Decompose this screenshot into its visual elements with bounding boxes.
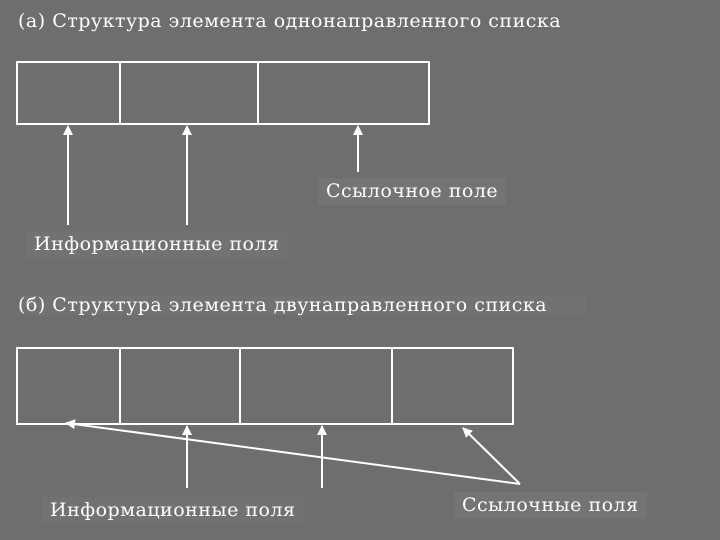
label-link-field-a: Ссылочное поле [318,178,507,205]
label-info-fields-b: Информационные поля [42,497,304,524]
arrow-link-field-prev [65,419,521,485]
singly-linked-element [16,61,430,125]
label-info-fields-a: Информационные поля [26,231,288,258]
arrows-a [63,125,363,225]
title-doubly-linked: (б) Структура элемента двунаправленного … [18,296,588,315]
label-link-fields-b: Ссылочные поля [454,492,647,519]
arrows-b [65,419,521,488]
element-box-a [16,61,430,125]
arrow-link-field-next [462,427,521,485]
element-box-b [16,347,514,425]
doubly-linked-element [16,347,514,425]
title-singly-linked: (а) Структура элемента однонаправленного… [18,10,562,32]
